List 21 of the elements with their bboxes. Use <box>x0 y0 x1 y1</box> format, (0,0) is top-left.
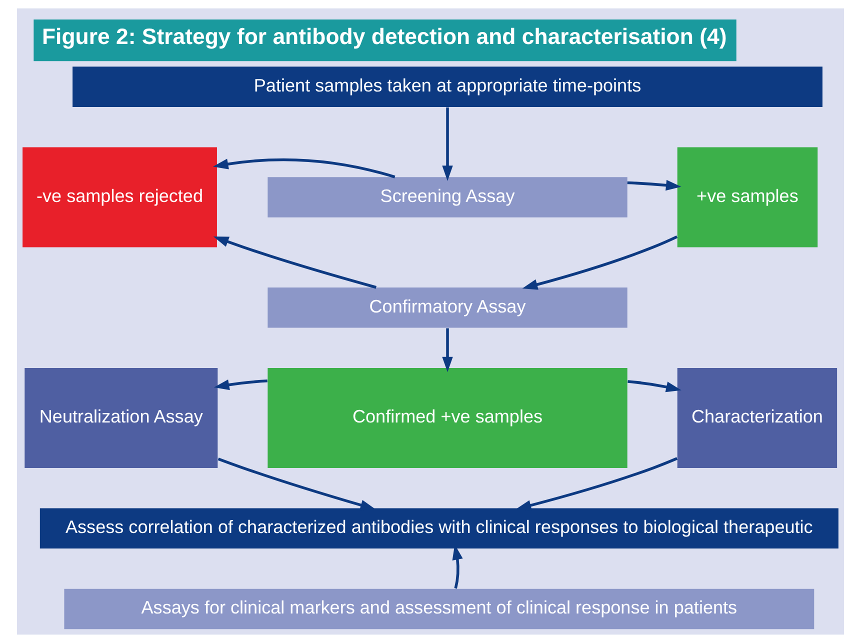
node-box: Screening Assay <box>267 177 627 218</box>
arrow <box>442 328 452 372</box>
node-box: Confirmed +ve samples <box>267 368 627 468</box>
arrow <box>212 236 376 289</box>
node-box: Confirmatory Assay <box>267 287 627 328</box>
node-box: Neutralization Assay <box>24 368 218 468</box>
node-box: Characterization <box>676 368 837 468</box>
arrow <box>213 380 267 390</box>
arrow <box>522 235 678 290</box>
node-box: +ve samples <box>676 147 818 248</box>
arrow <box>212 158 395 178</box>
node-box: Assess correlation of characterized antibodies with clinical responses to biological therapeutic <box>39 508 838 549</box>
arrow <box>626 180 681 191</box>
arrow <box>217 458 376 510</box>
node-box: Assays for clinical markers and assessment of clinical response in patients <box>64 588 814 630</box>
arrow <box>627 380 681 392</box>
diagram-title: Figure 2: Strategy for antibody detection and characterisation (4) <box>41 24 726 50</box>
arrow <box>442 107 452 181</box>
node-box: -ve samples rejected <box>22 147 216 248</box>
node-box: Patient samples taken at appropriate time-points <box>72 66 822 107</box>
arrow <box>515 457 678 511</box>
